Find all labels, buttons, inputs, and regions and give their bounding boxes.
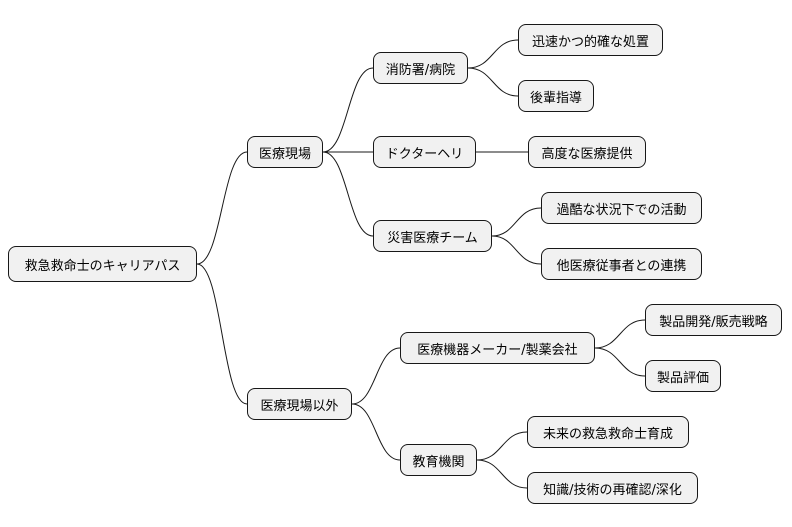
link-medical-disaster-team (322, 151, 374, 237)
node-educational-institution[interactable]: 教育機関 (400, 444, 477, 476)
node-collaboration-with-staff[interactable]: 他医療従事者との連携 (541, 248, 702, 280)
link-fire-mentoring (467, 67, 519, 97)
node-non-medical-field[interactable]: 医療現場以外 (247, 388, 352, 420)
node-harsh-conditions-activity[interactable]: 過酷な状況下での活動 (541, 192, 702, 224)
node-knowledge-skill-deepening[interactable]: 知識/技術の再確認/深化 (527, 472, 698, 504)
link-education-training (476, 431, 528, 461)
node-quick-accurate-treatment[interactable]: 迅速かつ的確な処置 (518, 24, 663, 56)
node-doctor-heli[interactable]: ドクターヘリ (373, 136, 476, 168)
link-root-medical-field (196, 151, 248, 265)
node-product-evaluation[interactable]: 製品評価 (645, 360, 721, 392)
link-education-knowledge (476, 459, 528, 489)
node-fire-station-hospital[interactable]: 消防署/病院 (373, 52, 468, 84)
node-advanced-medical-care[interactable]: 高度な医療提供 (528, 136, 646, 168)
link-nonmedical-education (351, 403, 401, 461)
node-disaster-medical-team[interactable]: 災害医療チーム (373, 220, 492, 252)
node-junior-mentoring[interactable]: 後輩指導 (518, 80, 594, 112)
link-disaster-harsh-activity (491, 207, 542, 237)
node-future-paramedic-training[interactable]: 未来の救急救命士育成 (527, 416, 689, 448)
node-medical-device-pharma[interactable]: 医療機器メーカー/製薬会社 (400, 332, 595, 364)
link-fire-quick-treatment (467, 39, 519, 69)
link-manufacturer-product-dev (594, 319, 646, 349)
node-product-dev-sales[interactable]: 製品開発/販売戦略 (645, 304, 782, 336)
link-manufacturer-product-eval (594, 347, 646, 377)
root-node[interactable]: 救急救命士のキャリアパス (8, 246, 197, 282)
link-medical-fire-hospital (322, 67, 374, 153)
link-disaster-collaboration (491, 235, 542, 265)
node-medical-field[interactable]: 医療現場 (247, 136, 323, 168)
link-root-non-medical-field (196, 263, 248, 405)
link-nonmedical-manufacturer (351, 347, 401, 405)
